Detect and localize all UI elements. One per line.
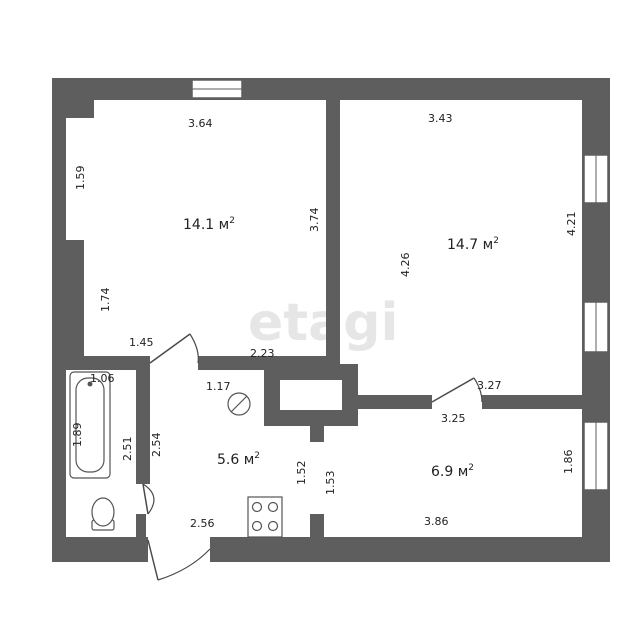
dimension-label: 1.52 [295,461,308,486]
dimension-label: 4.21 [565,212,578,237]
dimension-label: 1.06 [90,372,115,385]
wall-bottom-right [210,537,610,562]
dimension-label: 2.54 [150,433,163,458]
dimension-label: 1.17 [206,380,231,393]
window-right-1 [583,154,609,204]
dimension-label: 2.51 [121,437,134,462]
wall-bath-right-low [136,514,146,562]
dimension-labels: 3.64 1.59 3.74 1.74 1.45 2.23 3.43 4.26 … [71,112,578,530]
window-right-3 [583,421,609,491]
wall-room1-bottom-left [66,356,150,370]
dimension-label: 3.43 [428,112,453,125]
dimension-label: 3.27 [477,379,502,392]
room-area-label: 14.1 м2 [183,216,235,233]
wall-bath-right [136,356,150,484]
doors [142,333,483,581]
wall-left-notch-mid [52,240,84,370]
watermark: etagi [248,293,398,353]
wall-hall-kitchen-bottom [310,514,324,542]
wall-left-notch-top [52,78,94,118]
dimension-label: 1.45 [129,336,154,349]
dimension-label: 2.56 [190,517,215,530]
door-room1 [149,333,199,364]
window-top [191,79,243,99]
stove [247,496,283,538]
room-area-label: 14.7 м2 [447,236,499,253]
dimension-label: 3.25 [441,412,466,425]
room-areas: 14.1 м2 14.7 м2 5.6 м2 6.9 м2 [183,216,499,480]
window-right-2 [583,301,609,353]
toilet [91,497,115,531]
wall-kitchen-top-right [482,395,582,409]
dimension-label: 1.74 [99,288,112,313]
dimension-label: 3.74 [308,208,321,233]
dimension-label: 1.86 [562,450,575,475]
wall-hall-kitchen-top [310,424,324,442]
dimension-label: 3.64 [188,117,213,130]
gas-meter [227,392,251,416]
dimension-label: 1.53 [324,471,337,496]
shaft-void [280,380,342,410]
windows [191,79,609,491]
door-kitchen [431,377,483,403]
bathtub [69,371,111,479]
dimension-label: 3.86 [424,515,449,528]
dimension-label: 1.89 [71,423,84,448]
wall-top [52,78,610,100]
dimension-label: 2.23 [250,347,275,360]
wall-kitchen-top-left [340,395,432,409]
door-bathroom [142,483,155,515]
dimension-label: 1.59 [74,166,87,191]
room-area-label: 6.9 м2 [431,463,474,480]
room-area-label: 5.6 м2 [217,451,260,468]
dimension-label: 4.26 [399,253,412,278]
wall-rooms-divider [326,100,340,364]
door-entrance [147,539,211,581]
wall-bottom-left [52,537,148,562]
interior-walls [66,100,582,562]
